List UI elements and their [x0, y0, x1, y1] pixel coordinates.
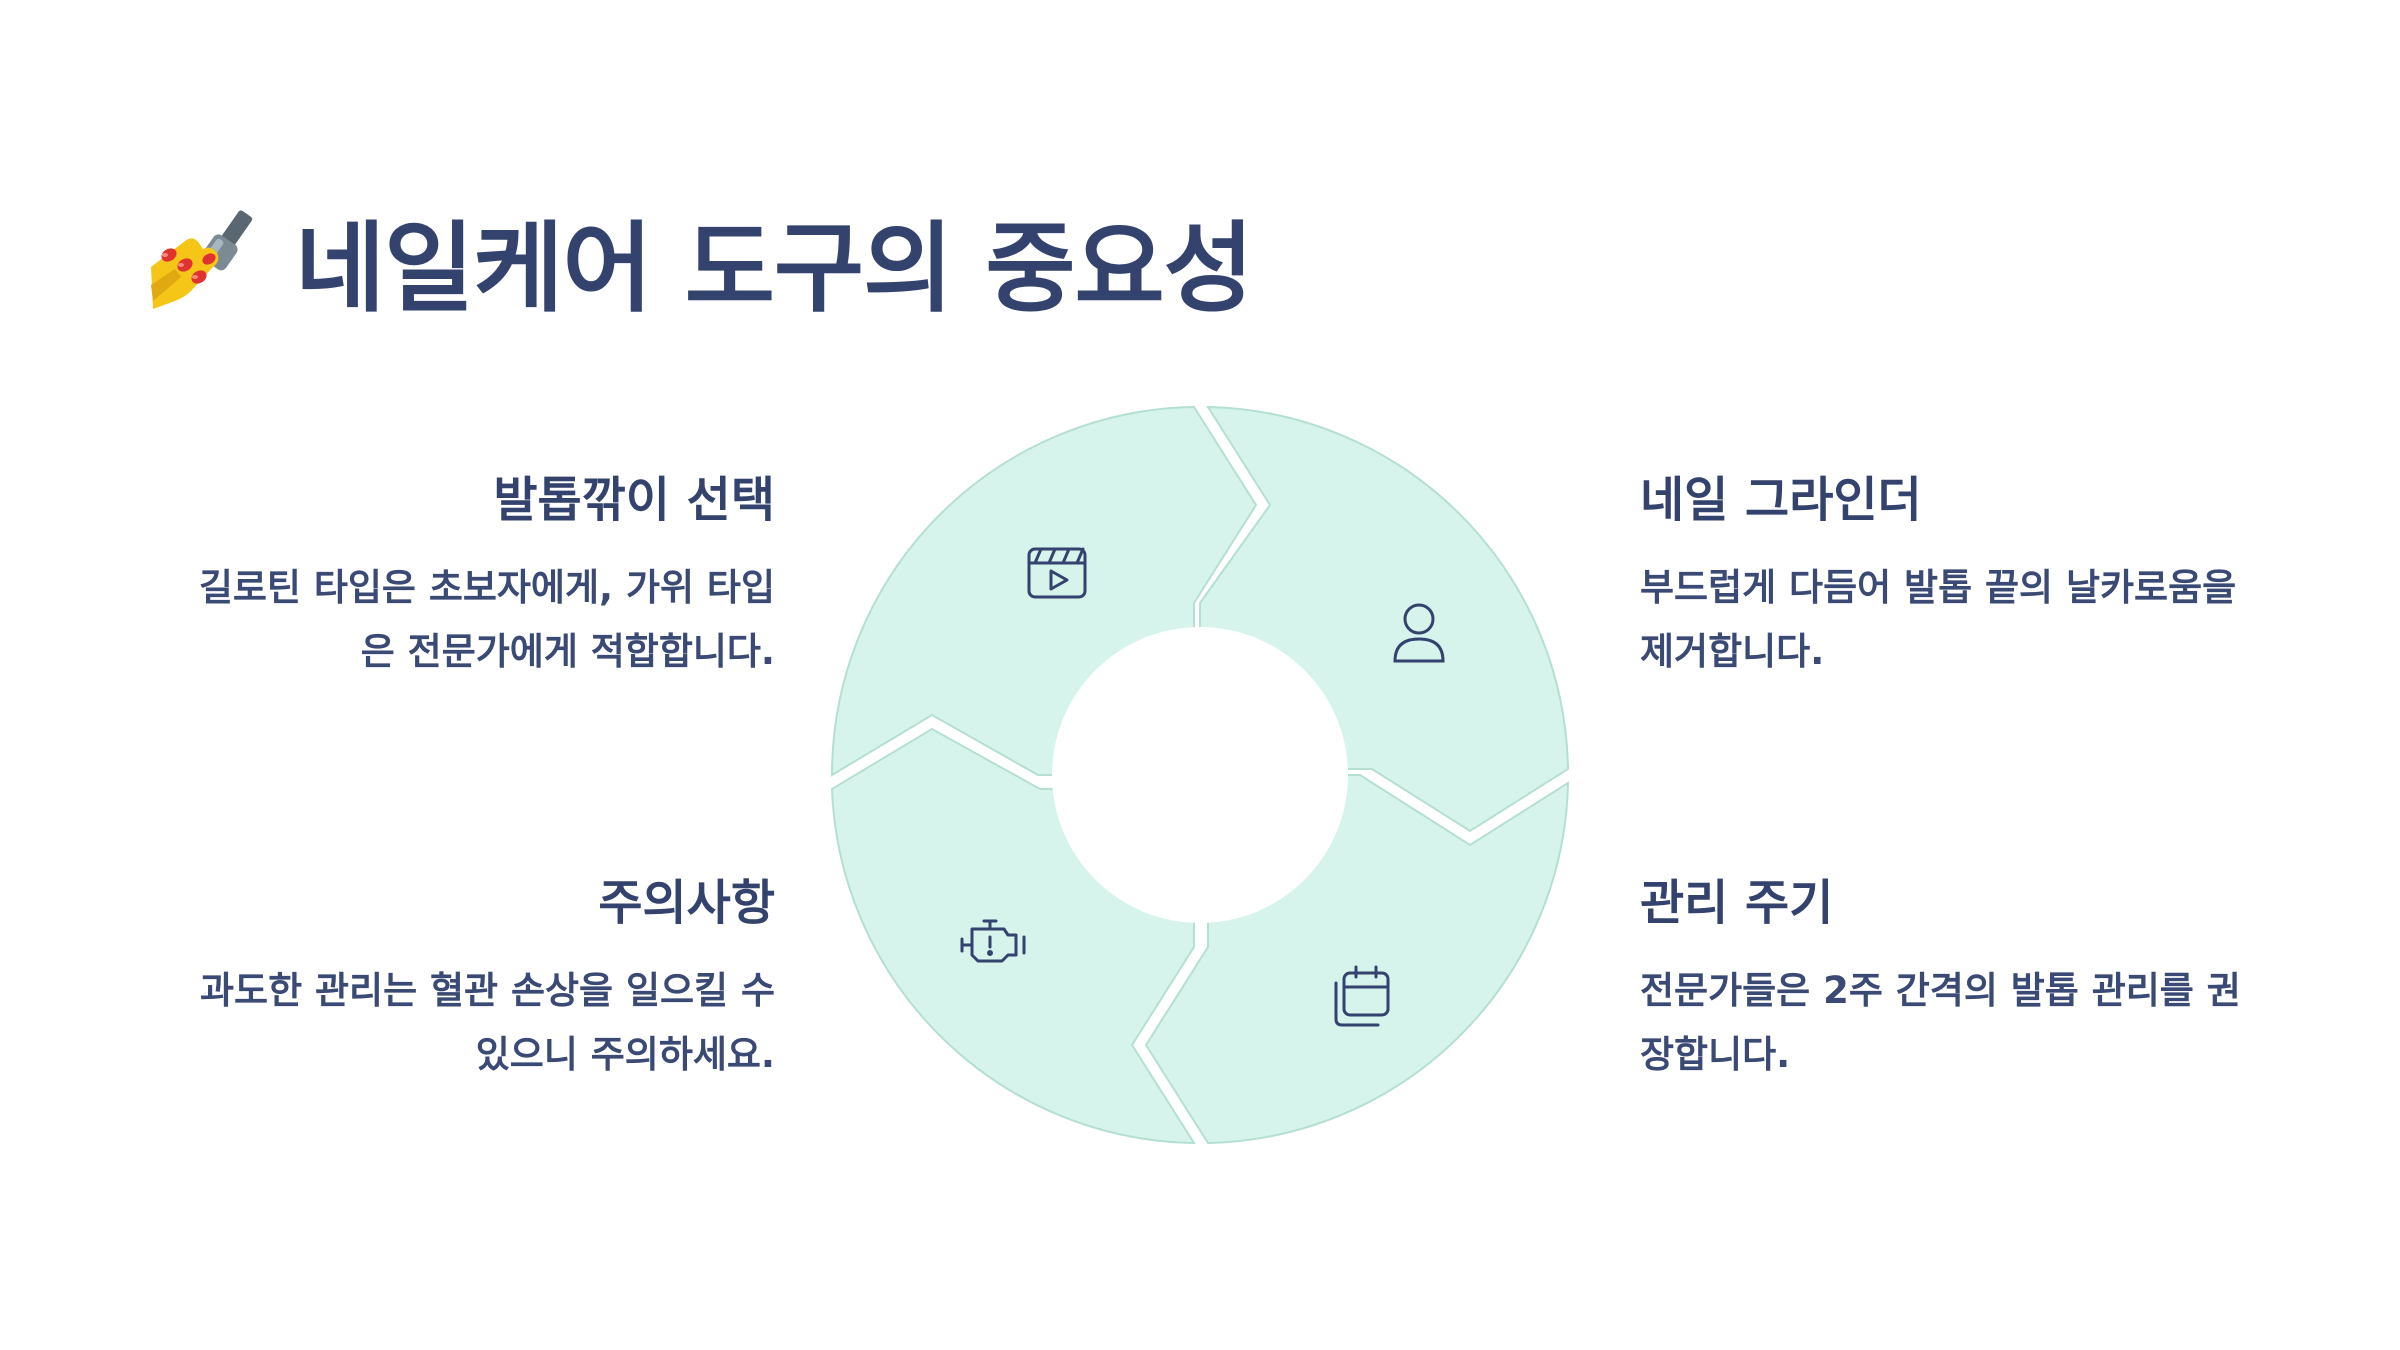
- cycle-segment-top-right: [1199, 405, 1570, 833]
- block-description: 길로틴 타입은 초보자에게, 가위 타입 은 전문가에게 적합합니다.: [155, 556, 775, 684]
- cycle-segment-bottom-right: [1144, 774, 1570, 1145]
- title-row: 네일케어 도구의 중요성: [145, 195, 1254, 326]
- desc-line: 장합니다.: [1640, 1033, 1791, 1076]
- desc-line: 과도한 관리는 혈관 손상을 일으킬 수: [199, 969, 775, 1012]
- video-clapperboard-icon: [1027, 547, 1087, 599]
- desc-line: 제거합니다.: [1640, 630, 1825, 673]
- cycle-diagram: [830, 405, 1570, 1145]
- block-clipper-selection: 발톱깎이 선택 길로틴 타입은 초보자에게, 가위 타입 은 전문가에게 적합합…: [155, 470, 775, 684]
- block-heading: 주의사항: [598, 875, 775, 931]
- desc-line: 부드럽게 다듬어 발톱 끝의 날카로움을: [1640, 566, 2237, 609]
- block-heading: 네일 그라인더: [1640, 472, 1922, 528]
- calendar-stack-icon: [1334, 965, 1390, 1027]
- block-description: 부드럽게 다듬어 발톱 끝의 날카로움을 제거합니다.: [1640, 556, 2260, 684]
- desc-line: 은 전문가에게 적합합니다.: [360, 630, 775, 673]
- block-description: 과도한 관리는 혈관 손상을 일으킬 수 있으니 주의하세요.: [155, 959, 775, 1087]
- desc-line: 길로틴 타입은 초보자에게, 가위 타입: [198, 566, 775, 609]
- block-description: 전문가들은 2주 간격의 발톱 관리를 권 장합니다.: [1640, 959, 2260, 1087]
- block-heading: 관리 주기: [1640, 875, 1834, 931]
- user-icon: [1393, 603, 1445, 663]
- page-title: 네일케어 도구의 중요성: [295, 212, 1254, 326]
- block-cautions: 주의사항 과도한 관리는 혈관 손상을 일으킬 수 있으니 주의하세요.: [155, 873, 775, 1087]
- desc-line: 있으니 주의하세요.: [475, 1033, 775, 1076]
- nail-polish-icon: [151, 210, 253, 309]
- desc-line: 전문가들은 2주 간격의 발톱 관리를 권: [1640, 969, 2241, 1012]
- block-nail-grinder: 네일 그라인더 부드럽게 다듬어 발톱 끝의 날카로움을 제거합니다.: [1640, 470, 2260, 684]
- engine-warning-icon: [960, 919, 1026, 963]
- cycle-segment-top-left: [830, 405, 1258, 777]
- block-care-cycle: 관리 주기 전문가들은 2주 간격의 발톱 관리를 권 장합니다.: [1640, 873, 2260, 1087]
- block-heading: 발톱깎이 선택: [493, 472, 775, 528]
